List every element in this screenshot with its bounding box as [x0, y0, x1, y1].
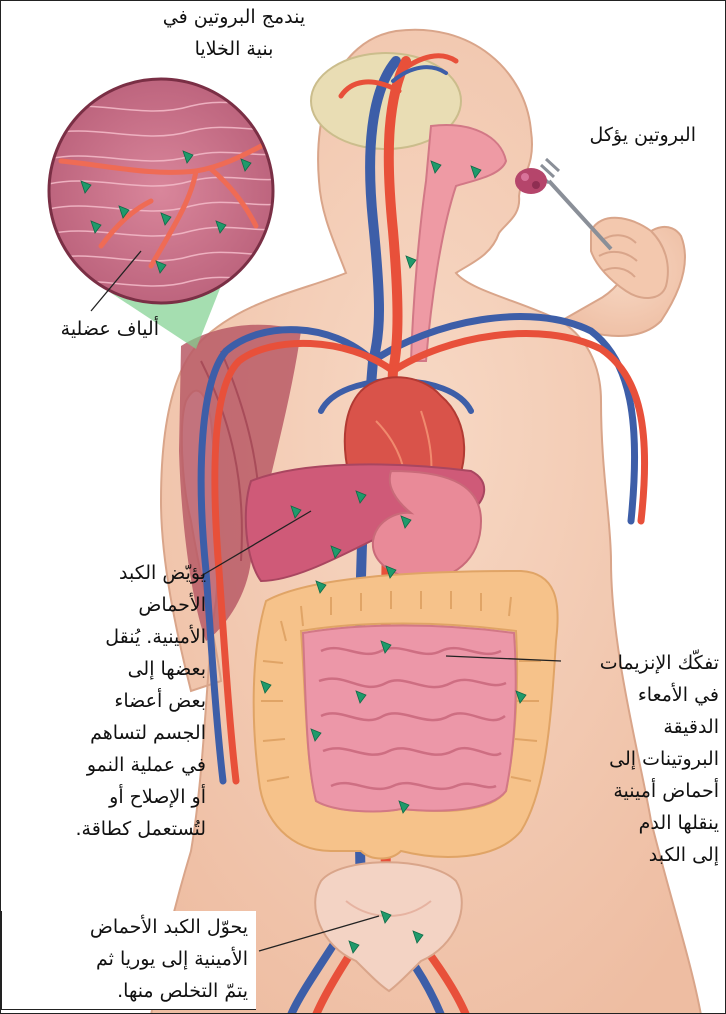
fork-with-protein [515, 159, 611, 249]
label-muscle-fibers: ألياف عضلية [19, 313, 159, 345]
label-cells-line-2: بنية الخلايا [129, 33, 339, 65]
label-cells: يندمج البروتين في بنية الخلايا [129, 1, 339, 65]
label-enzymes: تفكّك الإنزيمات في الأمعاء الدقيقة البرو… [539, 647, 719, 871]
muscle-fiber-zoom [41, 79, 291, 303]
label-protein-eaten: البروتين يؤكل [506, 119, 696, 151]
label-cells-line-1: يندمج البروتين في [129, 1, 339, 33]
label-urea: يحوّل الكبد الأحماض الأمينية إلى يوريا ث… [1, 911, 256, 1010]
label-liver-metabolism: يؤيّض الكبد الأحماض الأمينية. يُنقل بعضه… [11, 557, 206, 845]
